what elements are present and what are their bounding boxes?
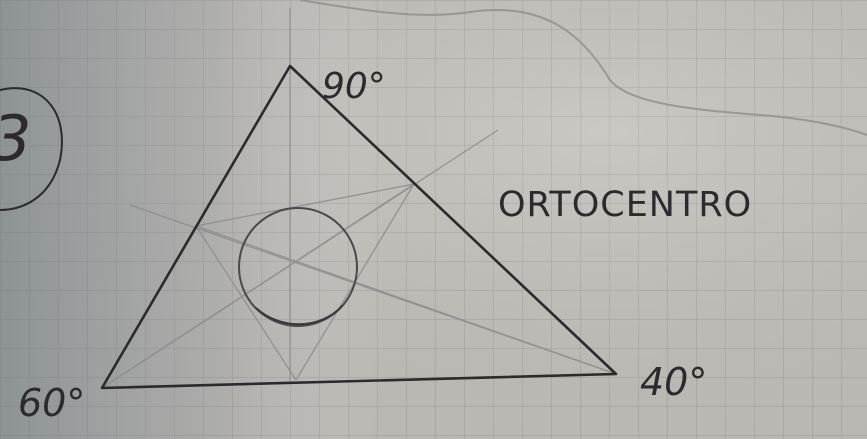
inscribed-circle xyxy=(238,207,358,327)
angle-label-left: 60° xyxy=(18,381,85,425)
problem-number-circle: 3 xyxy=(0,87,63,211)
angle-label-top: 90° xyxy=(322,66,386,107)
main-triangle xyxy=(100,64,618,390)
angle-label-right: 40° xyxy=(640,360,707,404)
title-ortocentro: ORTOCENTRO xyxy=(498,185,752,225)
circle-retrace xyxy=(255,305,343,326)
bleed-through-curve xyxy=(299,0,867,136)
construction-lines xyxy=(101,8,617,389)
problem-number: 3 xyxy=(0,102,31,175)
